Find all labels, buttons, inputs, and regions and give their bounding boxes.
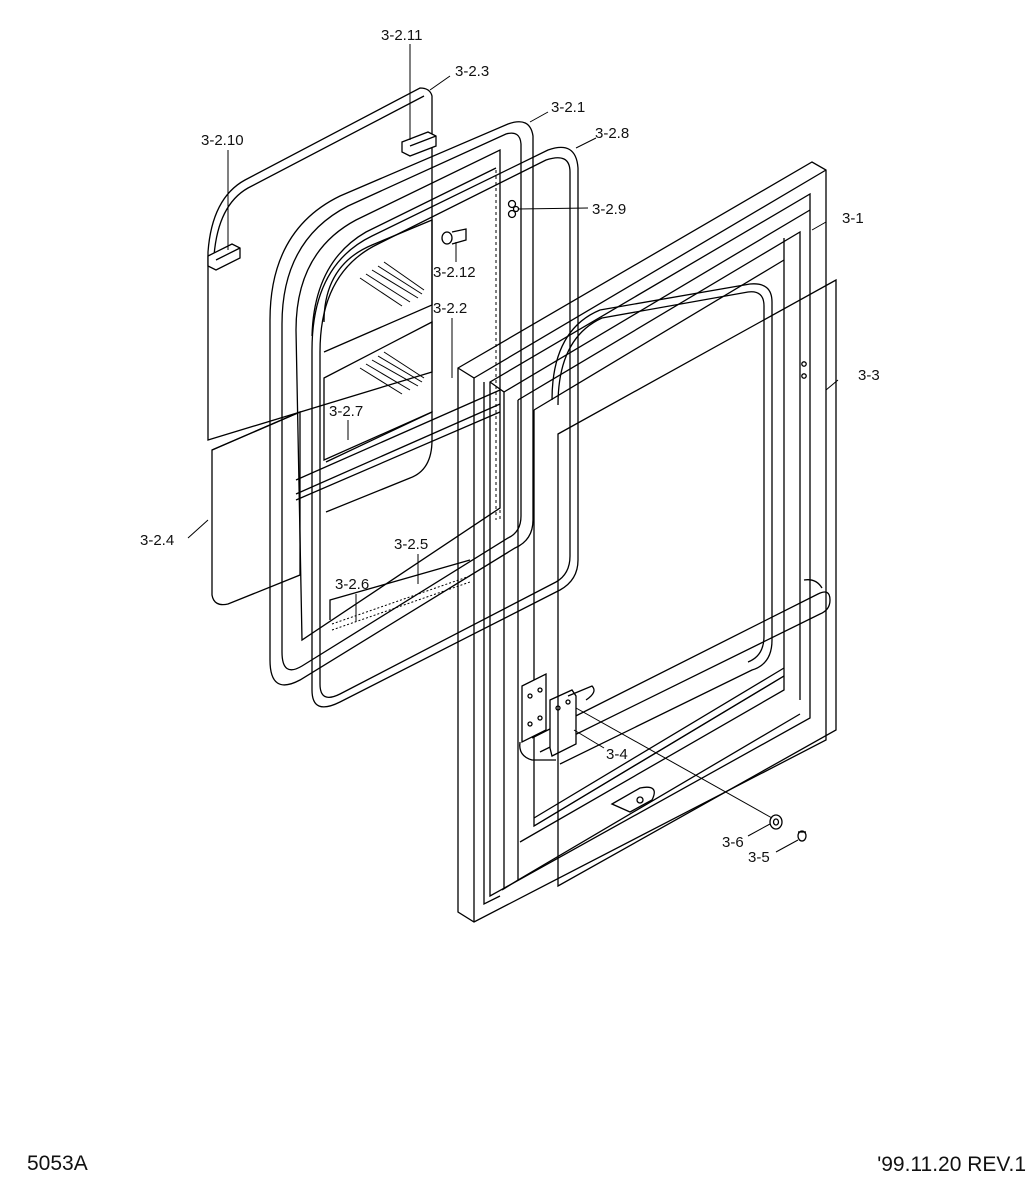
label-3-2-8: 3-2.8 — [595, 125, 629, 142]
bottom-bracket — [610, 786, 655, 813]
label-3-2-2: 3-2.2 — [433, 300, 467, 317]
drawing-number: 5053A — [27, 1152, 88, 1175]
sash-frame — [269, 121, 534, 686]
label-3-2-12: 3-2.12 — [433, 264, 476, 281]
nut — [797, 830, 807, 842]
label-3-2-7: 3-2.7 — [329, 403, 363, 420]
inner-glass-pane — [323, 219, 433, 513]
label-3-3: 3-3 — [858, 367, 880, 384]
glass-sheet — [557, 278, 837, 888]
label-3-2-4: 3-2.4 — [140, 532, 174, 549]
label-3-1: 3-1 — [842, 210, 864, 227]
revision-stamp: '99.11.20 REV.1 — [877, 1153, 1026, 1176]
lower-glass-panel — [211, 411, 301, 606]
label-3-2-10: 3-2.10 — [201, 132, 244, 149]
label-3-2-9: 3-2.9 — [592, 201, 626, 218]
label-3-2-3: 3-2.3 — [455, 63, 489, 80]
label-3-2-1: 3-2.1 — [551, 99, 585, 116]
upper-glass-panel — [207, 87, 433, 441]
label-3-2-5: 3-2.5 — [394, 536, 428, 553]
washer — [769, 814, 783, 830]
handle-bar — [519, 579, 831, 761]
leader-lines — [187, 44, 839, 853]
label-3-6: 3-6 — [722, 834, 744, 851]
label-3-2-11: 3-2.11 — [381, 27, 422, 44]
label-3-2-6: 3-2.6 — [335, 576, 369, 593]
roller-parts — [507, 199, 520, 219]
hinge — [521, 672, 595, 757]
screw — [441, 228, 467, 245]
door-frame — [457, 161, 827, 923]
label-3-5: 3-5 — [748, 849, 770, 866]
latch-upper — [401, 131, 437, 157]
label-3-4: 3-4 — [606, 746, 628, 763]
latch-side — [207, 243, 241, 271]
